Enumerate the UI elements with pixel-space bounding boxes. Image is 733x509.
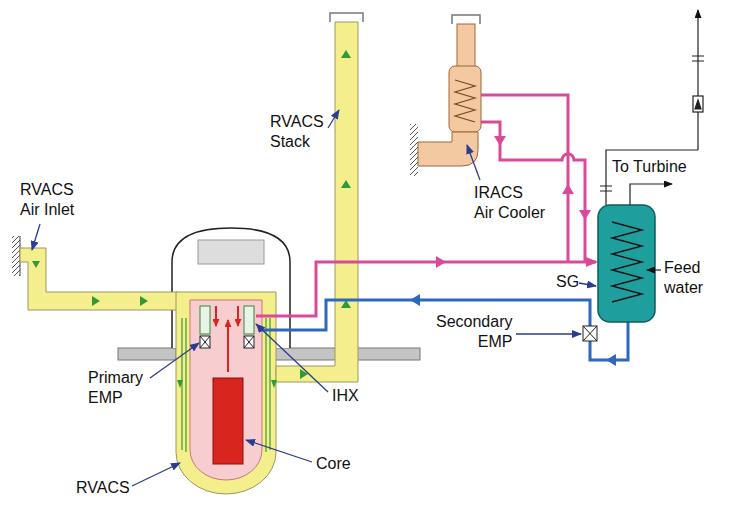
- rvacs-baffles: [185, 318, 186, 452]
- leader-line: [132, 463, 180, 486]
- rvacs-baffles: [265, 318, 266, 452]
- secondary-flow-arrows: [436, 256, 446, 268]
- part-label: IRACS Air Cooler: [474, 183, 545, 223]
- secondary-flow-arrows: [494, 136, 506, 146]
- ihx-symbol: [244, 306, 254, 334]
- iracs-cooler: [410, 124, 418, 176]
- leader-line: [256, 324, 328, 392]
- iracs-cooler: [457, 24, 475, 68]
- air-duct: [176, 292, 276, 494]
- steam-piping: [630, 184, 672, 205]
- air-flow-arrows: [300, 369, 308, 379]
- floor-slab: [118, 348, 176, 360]
- steam-piping: [695, 100, 701, 109]
- air-flow-arrows: [271, 380, 277, 388]
- steam-generator: [612, 222, 642, 302]
- secondary-hot-leg: [256, 95, 596, 316]
- leader-line: [150, 343, 199, 378]
- cold-leg-arrows: [410, 294, 420, 306]
- steam-generator: [598, 205, 655, 322]
- part-label: SG: [556, 272, 579, 292]
- leader-line: [328, 110, 339, 128]
- leader-line: [516, 333, 581, 334]
- cold-leg-arrows: [410, 294, 616, 366]
- part-label: IHX: [332, 386, 359, 406]
- air-flow-arrows: [32, 261, 40, 268]
- air-duct: [330, 13, 363, 22]
- iracs-cooler: [452, 15, 480, 24]
- air-flow-arrows: [32, 34, 471, 388]
- secondary-hot-leg: [481, 95, 568, 262]
- part-label: Core: [316, 454, 351, 474]
- steam-generator: [598, 205, 655, 322]
- secondary-hot-leg: [256, 262, 596, 316]
- secondary-flow-arrows: [562, 184, 574, 194]
- air-duct: [276, 22, 358, 382]
- secondary-emp-symbol: [583, 326, 597, 341]
- iracs-cooler: [455, 80, 475, 122]
- part-label: To Turbine: [612, 157, 687, 177]
- steam-piping: [647, 269, 661, 270]
- leader-line: [32, 224, 40, 250]
- inlet-wall: [12, 236, 20, 276]
- leader-line: [467, 145, 480, 180]
- secondary-emp-symbol: [583, 326, 597, 341]
- steam-piping: [606, 150, 698, 205]
- air-duct: [20, 248, 178, 310]
- part-label: RVACS: [76, 478, 130, 498]
- air-flow-arrows: [140, 296, 148, 306]
- secondary-emp-symbol: [583, 326, 597, 341]
- containment-dome: [198, 240, 264, 264]
- primary-emp-symbol: [200, 336, 210, 348]
- sodium-flow-arrows: [237, 306, 239, 326]
- secondary-cold-leg: [258, 300, 628, 360]
- reactor-vessel: [190, 300, 262, 480]
- inlet-wall: [12, 236, 20, 276]
- air-flow-arrows: [177, 380, 183, 388]
- air-duct: [20, 13, 363, 494]
- part-label: Feed water: [664, 258, 703, 298]
- part-label: RVACS Stack: [270, 112, 324, 152]
- air-flow-arrows: [341, 180, 351, 188]
- secondary-cold-leg: [258, 300, 590, 330]
- primary-emp-symbol: [244, 336, 254, 348]
- ihx-symbol: [200, 306, 210, 334]
- iracs-cooler: [449, 66, 481, 132]
- steam-piping: [693, 96, 703, 112]
- cold-leg-arrows: [606, 354, 616, 366]
- sodium-flow-arrows: [227, 320, 229, 372]
- rvacs-baffles: [181, 318, 182, 450]
- air-flow-arrows: [341, 50, 351, 58]
- part-label: RVACS Air Inlet: [20, 180, 74, 220]
- core: [213, 378, 243, 464]
- core: [213, 378, 243, 464]
- leader-line: [32, 110, 596, 486]
- sodium-flow-arrows: [215, 306, 217, 326]
- reactor-vessel: [190, 300, 262, 480]
- part-label: Primary EMP: [88, 368, 143, 408]
- leader-line: [579, 283, 596, 286]
- air-flow-arrows: [92, 296, 100, 306]
- part-label: Secondary EMP: [436, 312, 513, 352]
- iracs-cooler: [410, 15, 481, 176]
- primary-emp-symbol: [244, 336, 254, 348]
- primary-emp-symbol: [200, 336, 210, 348]
- sodium-flow-arrows: [216, 306, 238, 372]
- secondary-flow-arrows: [579, 210, 591, 220]
- steam-piping: [697, 10, 698, 150]
- steam-piping: [692, 56, 704, 61]
- steam-piping: [600, 10, 704, 270]
- leader-line: [246, 440, 312, 462]
- steam-piping: [600, 186, 612, 191]
